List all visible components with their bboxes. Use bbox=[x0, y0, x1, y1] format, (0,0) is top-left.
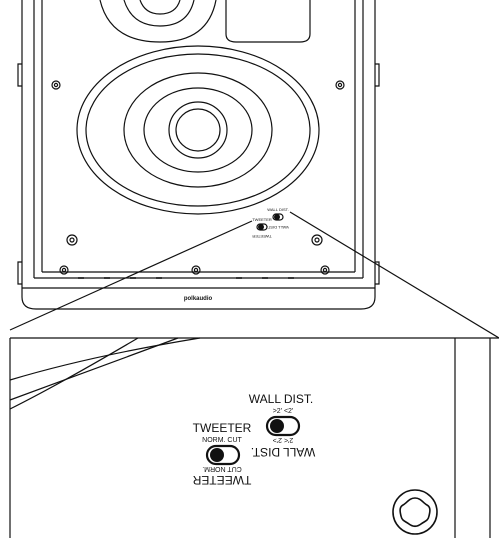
tweeter-toggle-switch-icon[interactable] bbox=[205, 444, 241, 466]
mounting-screw-icon bbox=[51, 80, 345, 275]
wall-distance-title: WALL DIST. bbox=[249, 392, 313, 406]
wall-distance-toggle-switch-icon[interactable] bbox=[265, 415, 301, 437]
brand-logo: polkaudio bbox=[184, 296, 213, 302]
wall-distance-options-inverted: 2'< 2'> bbox=[273, 436, 294, 443]
wall-distance-title-inverted: WALL DIST. bbox=[251, 445, 315, 459]
tweeter-options: NORM. CUT bbox=[202, 437, 242, 444]
binding-post-icon bbox=[392, 489, 438, 535]
upper-driver bbox=[99, 0, 311, 43]
mini-tweeter-label-inverted: TWEETER bbox=[252, 234, 272, 239]
tweeter-options-inverted: CUT NORM. bbox=[202, 465, 242, 472]
tweeter-title: TWEETER bbox=[193, 421, 252, 435]
mini-wall-label-inverted: WALL DIST. bbox=[267, 225, 289, 230]
mini-wall-label: WALL DIST. bbox=[267, 207, 289, 212]
wall-distance-options: >2' <2' bbox=[273, 408, 294, 415]
speaker-cabinet bbox=[21, 0, 376, 310]
cabinet-nubs bbox=[17, 63, 380, 285]
zoomed-panel bbox=[9, 337, 499, 538]
zoom-callout-lines bbox=[9, 211, 499, 339]
mini-tweeter-label: TWEETER bbox=[252, 217, 272, 222]
woofer bbox=[76, 45, 320, 215]
mini-switch-group bbox=[256, 213, 284, 231]
tweeter-title-inverted: TWEETER bbox=[192, 473, 251, 487]
